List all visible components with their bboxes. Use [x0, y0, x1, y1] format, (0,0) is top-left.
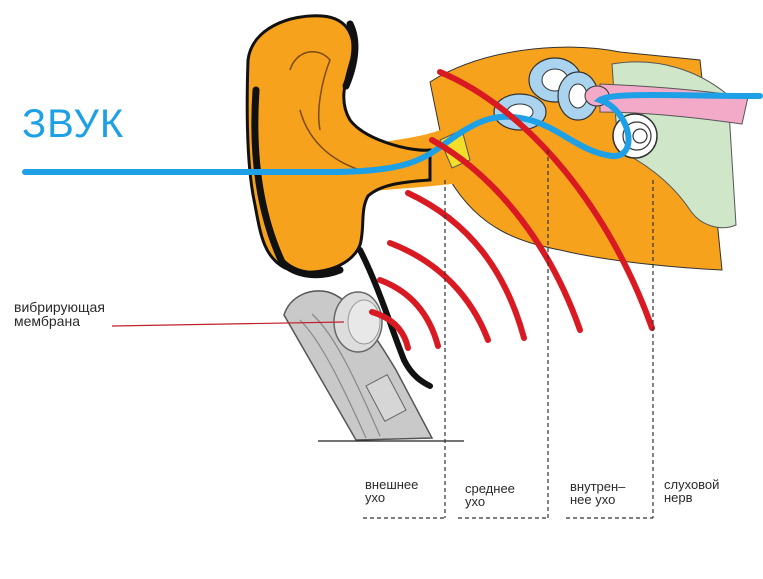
- sound-label: ЗВУК: [22, 102, 125, 146]
- auricle: [245, 14, 432, 274]
- region-label-auditory-nerve: слуховой нерв: [664, 478, 719, 504]
- vibration-arcs: [369, 69, 655, 351]
- auricle-lower-edge: [251, 86, 344, 279]
- cochlea: [612, 113, 658, 159]
- jaw-line: [357, 247, 433, 389]
- region-label-inner-ear: внутрен– нее ухо: [570, 480, 625, 506]
- membrane-label-line2: мембрана: [14, 313, 80, 329]
- region-label-line1: слуховой: [664, 477, 720, 492]
- region-label-line1: внешнее: [365, 477, 419, 492]
- region-label-line2: ухо: [365, 490, 386, 505]
- auricle-inner-fold: [299, 109, 361, 171]
- membrane-label: вибрирующая мембрана: [14, 300, 105, 328]
- region-label-line1: внутрен–: [570, 479, 626, 494]
- auricle-fold: [289, 50, 331, 131]
- region-dividers: [363, 150, 654, 519]
- sound-wave-path: [22, 92, 763, 175]
- region-label-line2: нерв: [664, 490, 693, 505]
- region-label-middle-ear: среднее ухо: [465, 482, 515, 508]
- auricle-back-edge: [342, 20, 359, 90]
- region-label-line2: нее ухо: [570, 492, 616, 507]
- membrane-label-line1: вибрирующая: [14, 299, 105, 315]
- region-label-line1: среднее: [465, 481, 515, 496]
- membrane-pointer: [111, 321, 345, 327]
- region-label-line2: ухо: [465, 494, 486, 509]
- region-label-outer-ear: внешнее ухо: [365, 478, 418, 504]
